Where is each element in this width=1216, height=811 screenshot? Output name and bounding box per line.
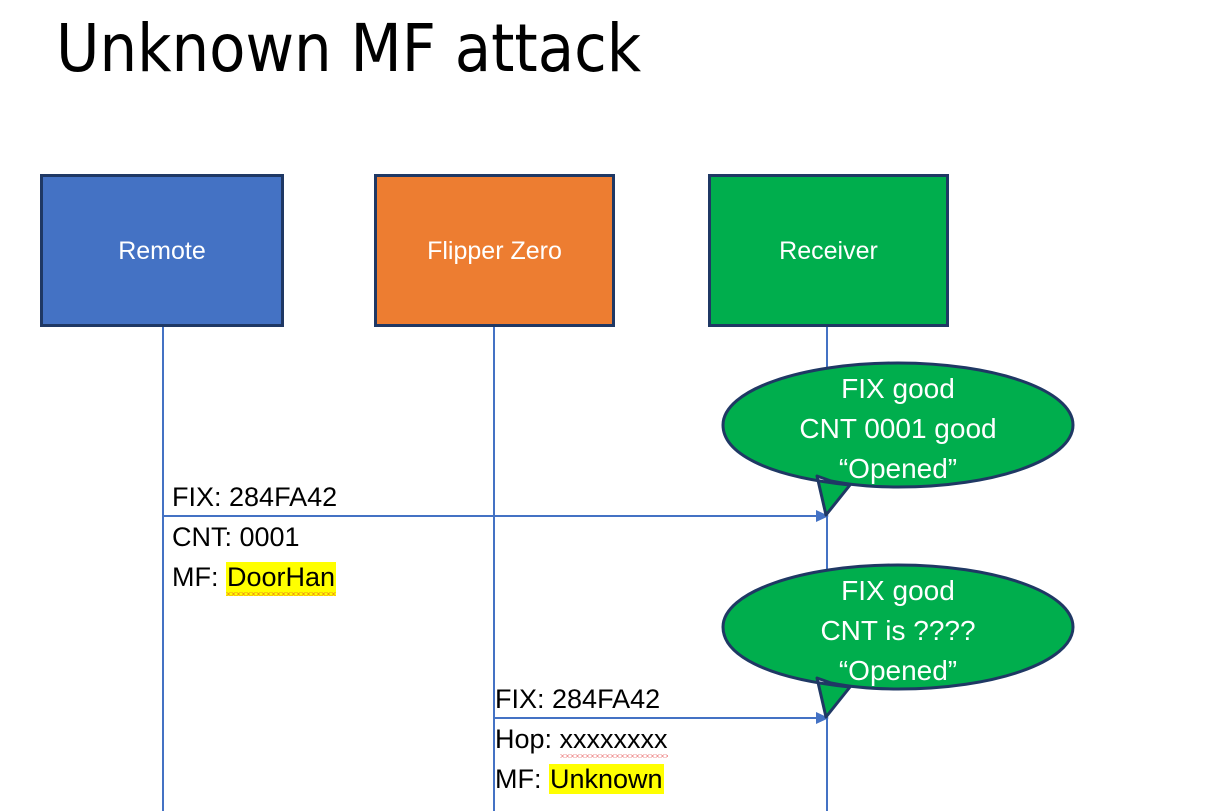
message-line-prefix: MF: xyxy=(495,764,549,794)
message-line-prefix: CNT: xyxy=(172,522,240,552)
actor-label-flipper: Flipper Zero xyxy=(427,236,562,265)
actor-label-remote: Remote xyxy=(118,236,206,265)
message-line-value: xxxxxxxx xyxy=(559,724,668,758)
message-line-value-highlighted: Unknown xyxy=(549,764,664,794)
message-line-value: 284FA42 xyxy=(229,482,338,512)
page-title: Unknown MF attack xyxy=(56,10,642,87)
lifeline-remote xyxy=(162,327,164,811)
speech-bubble-shape-icon xyxy=(721,563,1075,719)
actor-box-receiver[interactable]: Receiver xyxy=(708,174,949,327)
message-line: MF: DoorHan xyxy=(172,557,337,597)
actor-box-remote[interactable]: Remote xyxy=(40,174,284,327)
message-line: MF: Unknown xyxy=(495,759,668,799)
message-line-prefix: Hop: xyxy=(495,724,560,754)
lifeline-flipper xyxy=(493,327,495,811)
message-label-remote-to-receiver: FIX: 284FA42 CNT: 0001 MF: DoorHan xyxy=(172,477,337,597)
message-line: FIX: 284FA42 xyxy=(172,477,337,517)
message-label-flipper-to-receiver: FIX: 284FA42 Hop: xxxxxxxx MF: Unknown xyxy=(495,679,668,799)
message-line-prefix: FIX: xyxy=(495,684,553,714)
speech-bubble-receiver-2[interactable]: FIX good CNT is ???? “Opened” xyxy=(721,563,1075,722)
speech-bubble-receiver-1[interactable]: FIX good CNT 0001 good “Opened” xyxy=(721,361,1075,520)
message-line-value-highlighted: DoorHan xyxy=(226,562,336,596)
speech-bubble-shape-icon xyxy=(721,361,1075,517)
message-line-value: 0001 xyxy=(239,522,300,552)
actor-label-receiver: Receiver xyxy=(779,236,878,265)
message-line-prefix: MF: xyxy=(172,562,226,592)
message-line: FIX: 284FA42 xyxy=(495,679,668,719)
message-line: CNT: 0001 xyxy=(172,517,337,557)
message-line-prefix: FIX: xyxy=(172,482,230,512)
message-line: Hop: xxxxxxxx xyxy=(495,719,668,759)
message-line-value: 284FA42 xyxy=(552,684,661,714)
actor-box-flipper[interactable]: Flipper Zero xyxy=(374,174,615,327)
